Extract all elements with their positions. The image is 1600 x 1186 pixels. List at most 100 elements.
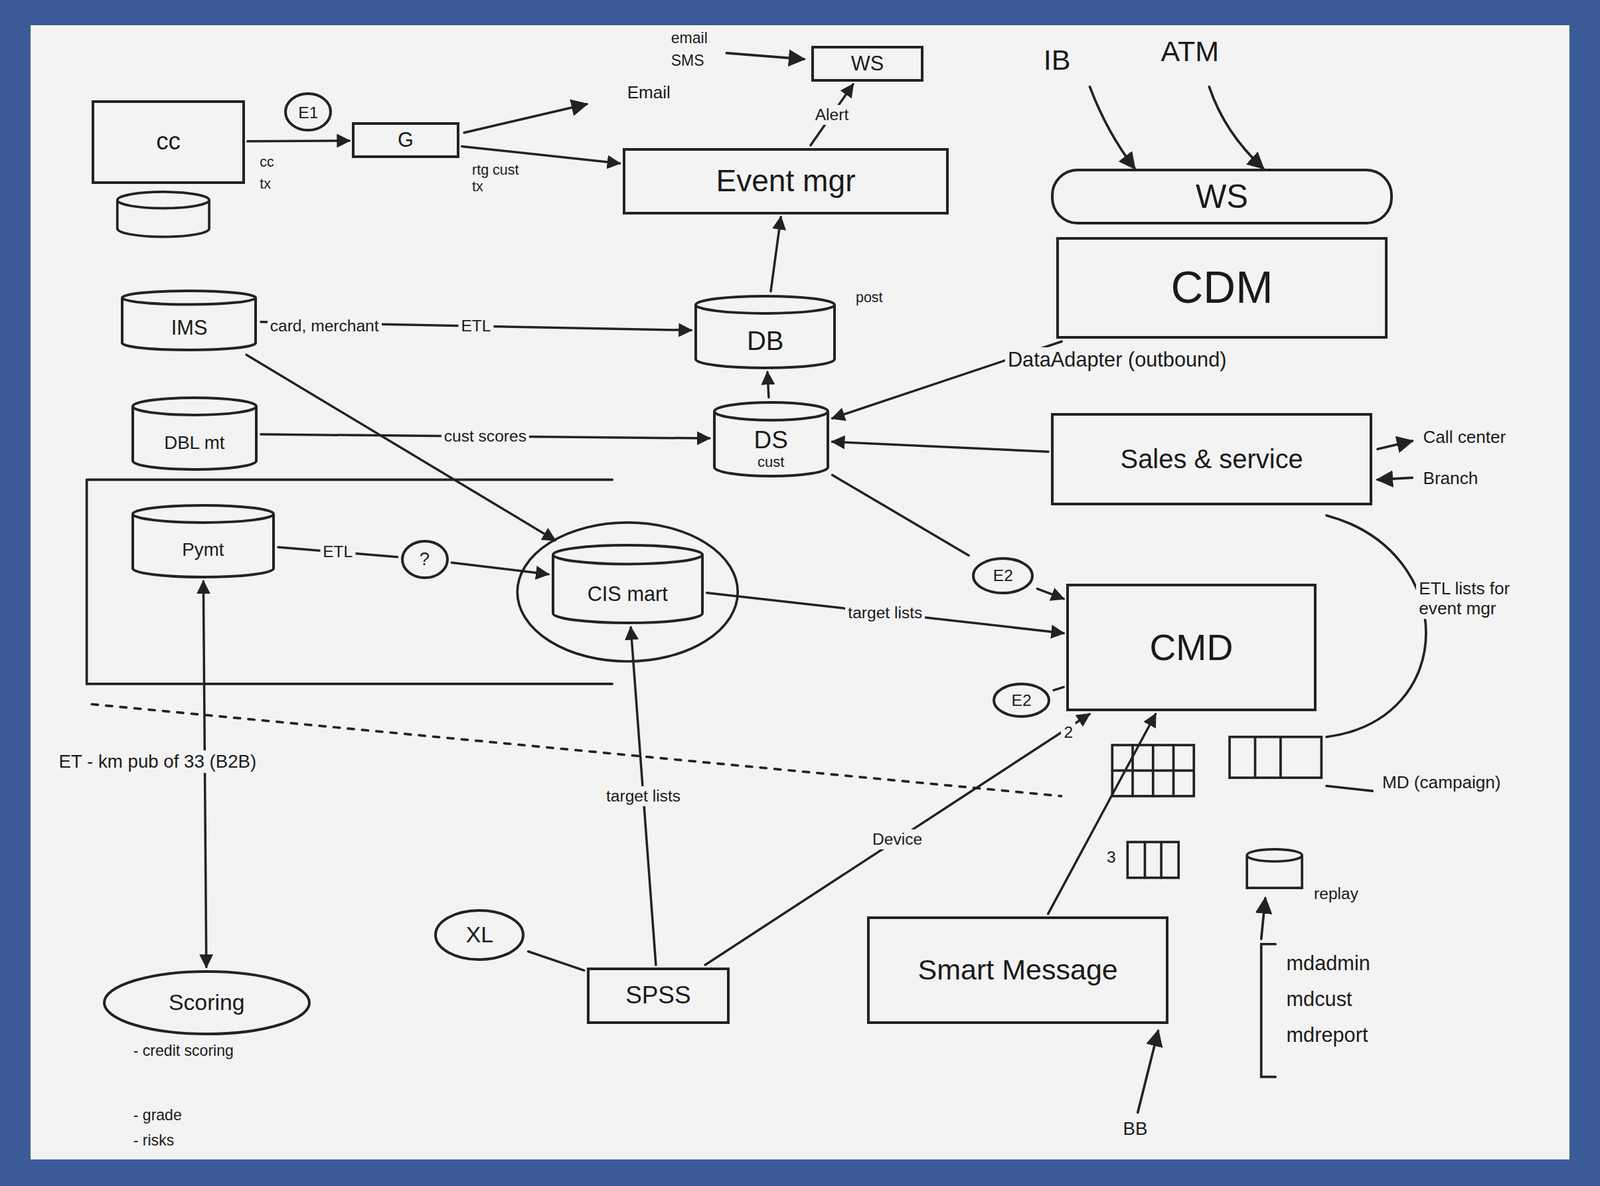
cylinder-symbol xyxy=(117,191,210,238)
table-grid xyxy=(1254,736,1280,778)
region-outline xyxy=(86,479,613,684)
note-label: BB xyxy=(1120,1117,1151,1140)
bracket xyxy=(1261,944,1277,1077)
note-label: email xyxy=(668,28,711,48)
node-title: CMD xyxy=(1149,627,1233,668)
process-box: WS xyxy=(811,45,924,82)
node-title: Sales & service xyxy=(1120,444,1303,475)
arrow-line xyxy=(1261,898,1266,939)
process-box: G xyxy=(351,122,459,159)
node-title: Scoring xyxy=(168,989,245,1015)
note-label: SMS xyxy=(668,51,708,71)
database-cylinder: DB xyxy=(693,294,837,370)
note-label: IB xyxy=(1040,43,1074,78)
note-label: ETL lists for event mgr xyxy=(1416,577,1534,619)
circle-outline xyxy=(285,93,331,131)
callout-number: 2 xyxy=(1060,722,1076,743)
callout-number: 3 xyxy=(1104,847,1119,868)
arrow-line xyxy=(1377,477,1413,480)
note-label: cc xyxy=(256,153,277,172)
note-label: ATM xyxy=(1157,34,1222,69)
process-box: Smart Message xyxy=(867,916,1168,1024)
arrow-line xyxy=(1137,1030,1159,1113)
note-label: rtg cust tx xyxy=(469,161,526,196)
connector xyxy=(1053,687,1064,691)
note-label: DataAdapter (outbound) xyxy=(1005,347,1230,372)
node-title: E2 xyxy=(1011,691,1032,710)
note-label: replay xyxy=(1311,883,1361,904)
connector xyxy=(832,441,1049,452)
circle-outline xyxy=(993,683,1049,717)
node-subtext: cust xyxy=(757,454,785,471)
arrow-line xyxy=(464,104,587,133)
process-box: CDM xyxy=(1056,237,1389,340)
note-label: mdadmin xyxy=(1283,950,1373,976)
arrow-line xyxy=(1208,86,1263,169)
cylinder-outline xyxy=(714,402,828,477)
note-label: tx xyxy=(256,175,274,194)
connector xyxy=(770,217,781,292)
edge-label: cust scores xyxy=(441,426,530,447)
node-title: Smart Message xyxy=(918,954,1119,986)
node-title: DS xyxy=(754,426,789,455)
note-label: - grade xyxy=(130,1105,185,1125)
arrow-line xyxy=(726,53,804,60)
connector xyxy=(832,474,970,556)
group-ellipse xyxy=(517,522,738,662)
database-cylinder: Pymt xyxy=(130,503,276,579)
connector xyxy=(810,84,854,146)
callout-circle: E2 xyxy=(991,681,1051,719)
edge-label: Alert xyxy=(812,104,852,125)
node-title: CIS mart xyxy=(587,582,668,606)
node-title: CDM xyxy=(1171,262,1274,313)
connector xyxy=(528,951,585,971)
node-title: E1 xyxy=(298,103,319,122)
node-title: E2 xyxy=(993,566,1014,585)
connector xyxy=(246,354,556,540)
note-label: MD (campaign) xyxy=(1379,771,1504,793)
database-cylinder: IMS xyxy=(120,288,258,352)
note-label: card, merchant xyxy=(267,316,382,336)
note-label: - credit scoring xyxy=(130,1040,237,1061)
note-label: Call center xyxy=(1420,426,1509,448)
note-label: Email xyxy=(624,81,674,103)
process-box: SPSS xyxy=(586,967,730,1024)
process-ellipse: Scoring xyxy=(102,969,312,1036)
node-title: WS xyxy=(851,52,884,76)
node-title: DB xyxy=(746,326,785,356)
cylinder-outline xyxy=(132,505,274,577)
database-cylinder: DBL mt xyxy=(130,395,259,472)
note-label: ET - km pub of 33 (B2B) xyxy=(56,750,260,773)
note-label: mdcust xyxy=(1283,986,1356,1012)
circle-outline xyxy=(435,910,524,960)
node-title: cc xyxy=(156,128,181,156)
callout-circle: E2 xyxy=(971,556,1035,595)
table-grid xyxy=(1145,841,1162,878)
note-label: Branch xyxy=(1420,467,1481,489)
edge-label: target lists xyxy=(603,786,684,806)
table-grid xyxy=(1229,736,1322,778)
note-label: post xyxy=(853,288,886,307)
connector xyxy=(1037,588,1064,599)
note-label: - risks xyxy=(130,1130,177,1150)
cylinder-outline xyxy=(122,290,256,350)
cylinder-outline xyxy=(695,296,835,368)
callout-circle: E1 xyxy=(283,91,333,133)
leader-line xyxy=(1326,785,1373,791)
callout-circle: XL xyxy=(433,908,526,962)
database-cylinder: CIS mart xyxy=(551,543,705,625)
edge-label: Device xyxy=(869,829,925,850)
node-title: IMS xyxy=(171,316,208,340)
curve-line xyxy=(1326,515,1427,737)
note-label: mdreport xyxy=(1283,1022,1371,1047)
circle-outline xyxy=(973,558,1033,593)
node-title: ? xyxy=(419,549,430,569)
connector xyxy=(203,580,206,967)
cylinder-outline xyxy=(132,397,257,470)
node-title: Event mgr xyxy=(715,163,856,198)
connector xyxy=(1048,713,1156,914)
ellipse-outline xyxy=(104,971,310,1034)
edge-label: ETL xyxy=(458,316,494,336)
cylinder-outline xyxy=(553,545,703,623)
node-title: DBL mt xyxy=(163,432,225,453)
